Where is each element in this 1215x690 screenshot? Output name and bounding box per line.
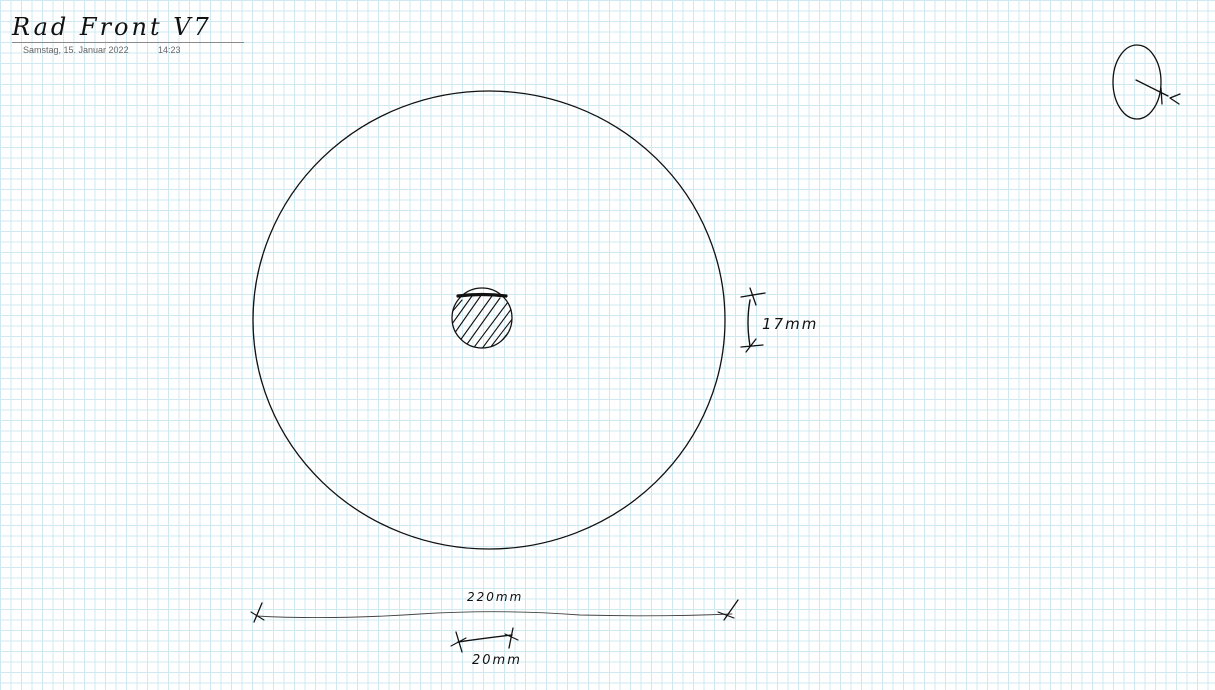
thickness-label: 17mm: [762, 315, 818, 333]
page-time: 14:23: [158, 45, 181, 55]
diameter-label: 220mm: [467, 590, 523, 604]
title-underline: [12, 42, 244, 43]
thickness-dimension: [740, 287, 766, 353]
hub-width-label: 20mm: [472, 653, 522, 668]
page-date: Samstag, 15. Januar 2022: [23, 45, 129, 55]
side-view-sketch: [1112, 44, 1181, 120]
hub-width-dimension: [450, 627, 519, 653]
page-title[interactable]: Rad Front V7: [12, 13, 212, 41]
hub-hatched-circle: [451, 287, 513, 349]
diameter-dimension: [250, 599, 739, 623]
wheel-outline: [252, 90, 726, 550]
